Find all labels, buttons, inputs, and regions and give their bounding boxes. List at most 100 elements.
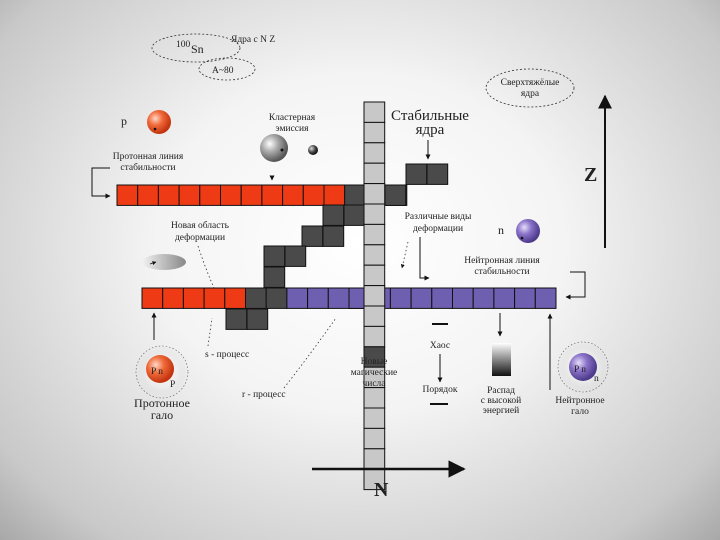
various-deformation-dotted-line xyxy=(400,241,409,269)
cluster-label-1: Кластерная xyxy=(269,113,316,123)
cluster-nucleus-icon xyxy=(260,134,288,162)
neutron-halo-core-icon xyxy=(569,353,597,381)
decay-gradient-bar xyxy=(492,343,511,376)
stable-cell xyxy=(384,184,407,206)
magic-number-cell xyxy=(363,183,386,205)
sn100-mass: 100 xyxy=(176,40,191,50)
proton-rich-cell xyxy=(224,287,247,309)
decay-label-1: Распад xyxy=(487,386,515,396)
proton-rich-cell xyxy=(141,287,164,309)
neutron-rich-cell xyxy=(307,287,329,309)
magic-number-cell xyxy=(363,325,386,348)
s-process-label: s - процесс xyxy=(205,350,249,360)
proton-rich-cell xyxy=(162,287,184,309)
stable-cell xyxy=(405,163,428,185)
neutron-rich-cell xyxy=(410,287,433,309)
stable-label-2: ядра xyxy=(416,122,445,138)
proton-rich-cell xyxy=(182,287,205,309)
proton-rich-cell xyxy=(199,184,222,206)
proton-rich-cell xyxy=(178,184,201,206)
decay-label-2: с высокой xyxy=(481,395,521,406)
neutron-halo-label-2: гало xyxy=(571,407,589,417)
neutron-line-label-2: стабильности xyxy=(474,266,529,277)
n-axis-label: N xyxy=(374,479,389,501)
sn100-region: 100 Sn Ядра с N Z A~80 xyxy=(151,33,275,81)
stable-cell xyxy=(263,245,286,267)
neutron-rich-cell xyxy=(286,287,309,309)
deformed-nucleus-arrow xyxy=(149,261,157,266)
neutron-line-label-1: Нейтронная линия xyxy=(464,255,540,266)
stable-cell xyxy=(263,266,286,288)
proton-letter: p xyxy=(121,114,127,128)
stable-cell xyxy=(322,225,345,247)
magic-number-cell xyxy=(363,142,386,164)
neutron-rich-cell xyxy=(431,287,453,309)
neutron-rich-cell xyxy=(493,287,516,309)
proton-particle-icon xyxy=(147,110,171,134)
stable-cell xyxy=(322,204,345,226)
stable-cell xyxy=(426,163,449,185)
neutron-rich-cell xyxy=(327,287,350,309)
emitted-cluster-icon xyxy=(308,145,318,155)
magic-number-cell xyxy=(363,387,386,409)
s-process-dotted-line xyxy=(207,317,213,347)
stable-cell xyxy=(284,245,307,267)
new-deformation-label-1: Новая область xyxy=(171,220,230,231)
proton-halo-label-1: Протонное xyxy=(134,396,190,410)
neutron-line-arrow xyxy=(565,271,586,300)
magic-label-3: числа xyxy=(362,379,386,389)
superheavy-ellipse xyxy=(485,68,575,108)
magic-number-cell xyxy=(363,264,386,287)
new-deformation-dotted-line xyxy=(197,245,215,289)
stable-cell xyxy=(245,287,267,309)
magic-label-2: магические xyxy=(351,368,398,378)
stable-label-1: Стабильные xyxy=(391,108,469,124)
a80-label: A~80 xyxy=(212,66,234,76)
neutron-halo-n: n xyxy=(594,374,599,384)
various-deformation-arrow xyxy=(419,237,430,281)
stable-cell xyxy=(265,287,288,309)
magic-number-cell xyxy=(363,223,386,246)
proton-halo-pn: P n xyxy=(151,367,163,377)
a80-ellipse xyxy=(198,57,256,81)
neutron-halo-label-1: Нейтронное xyxy=(555,395,604,406)
cluster-label-2: эмиссия xyxy=(276,124,310,134)
z-axis-label: Z xyxy=(584,164,597,186)
proton-rich-cell xyxy=(137,184,159,206)
deformed-nucleus-icon xyxy=(142,254,186,270)
cluster-core-dot-icon xyxy=(280,148,284,152)
magic-number-cell xyxy=(363,244,386,266)
neutron-dot-icon xyxy=(520,236,524,240)
proton-rich-cell xyxy=(116,184,139,206)
proton-halo-p: P xyxy=(170,380,175,390)
proton-line-arrow xyxy=(91,167,111,199)
magic-number-cell xyxy=(363,162,386,185)
stable-cell xyxy=(225,308,248,330)
proton-rich-cell xyxy=(302,184,325,206)
neutron-halo-pn: P n xyxy=(574,365,586,375)
stable-cell xyxy=(343,204,366,226)
magic-number-cell xyxy=(363,101,386,123)
stable-cell xyxy=(246,308,269,330)
magic-label-1: Новые xyxy=(361,357,388,367)
proton-halo-core-icon xyxy=(146,355,174,383)
proton-dot-icon xyxy=(153,127,157,131)
proton-line-label-1: Протонная линия xyxy=(113,152,184,162)
proton-halo-label-2: гало xyxy=(151,408,173,422)
stable-cell xyxy=(344,184,366,206)
r-process-label: r - процесс xyxy=(242,390,286,400)
superheavy-label-1: Сверхтяжёлые xyxy=(501,78,560,88)
sn100-symbol: Sn xyxy=(191,42,204,56)
various-deformation-label-2: деформации xyxy=(413,223,463,234)
proton-rich-cell xyxy=(203,287,226,309)
chaos-label: Хаос xyxy=(430,341,450,351)
neutron-rich-cell xyxy=(389,287,412,309)
neutron-letter: n xyxy=(498,223,504,237)
neutron-rich-cell xyxy=(534,287,557,309)
proton-rich-cell xyxy=(261,184,284,206)
magic-number-cell xyxy=(363,448,386,470)
neutron-rich-cell xyxy=(472,287,495,309)
magic-number-cell xyxy=(363,407,386,429)
various-deformation-label-1: Различные виды xyxy=(405,212,472,222)
neutron-rich-cell xyxy=(514,287,536,309)
